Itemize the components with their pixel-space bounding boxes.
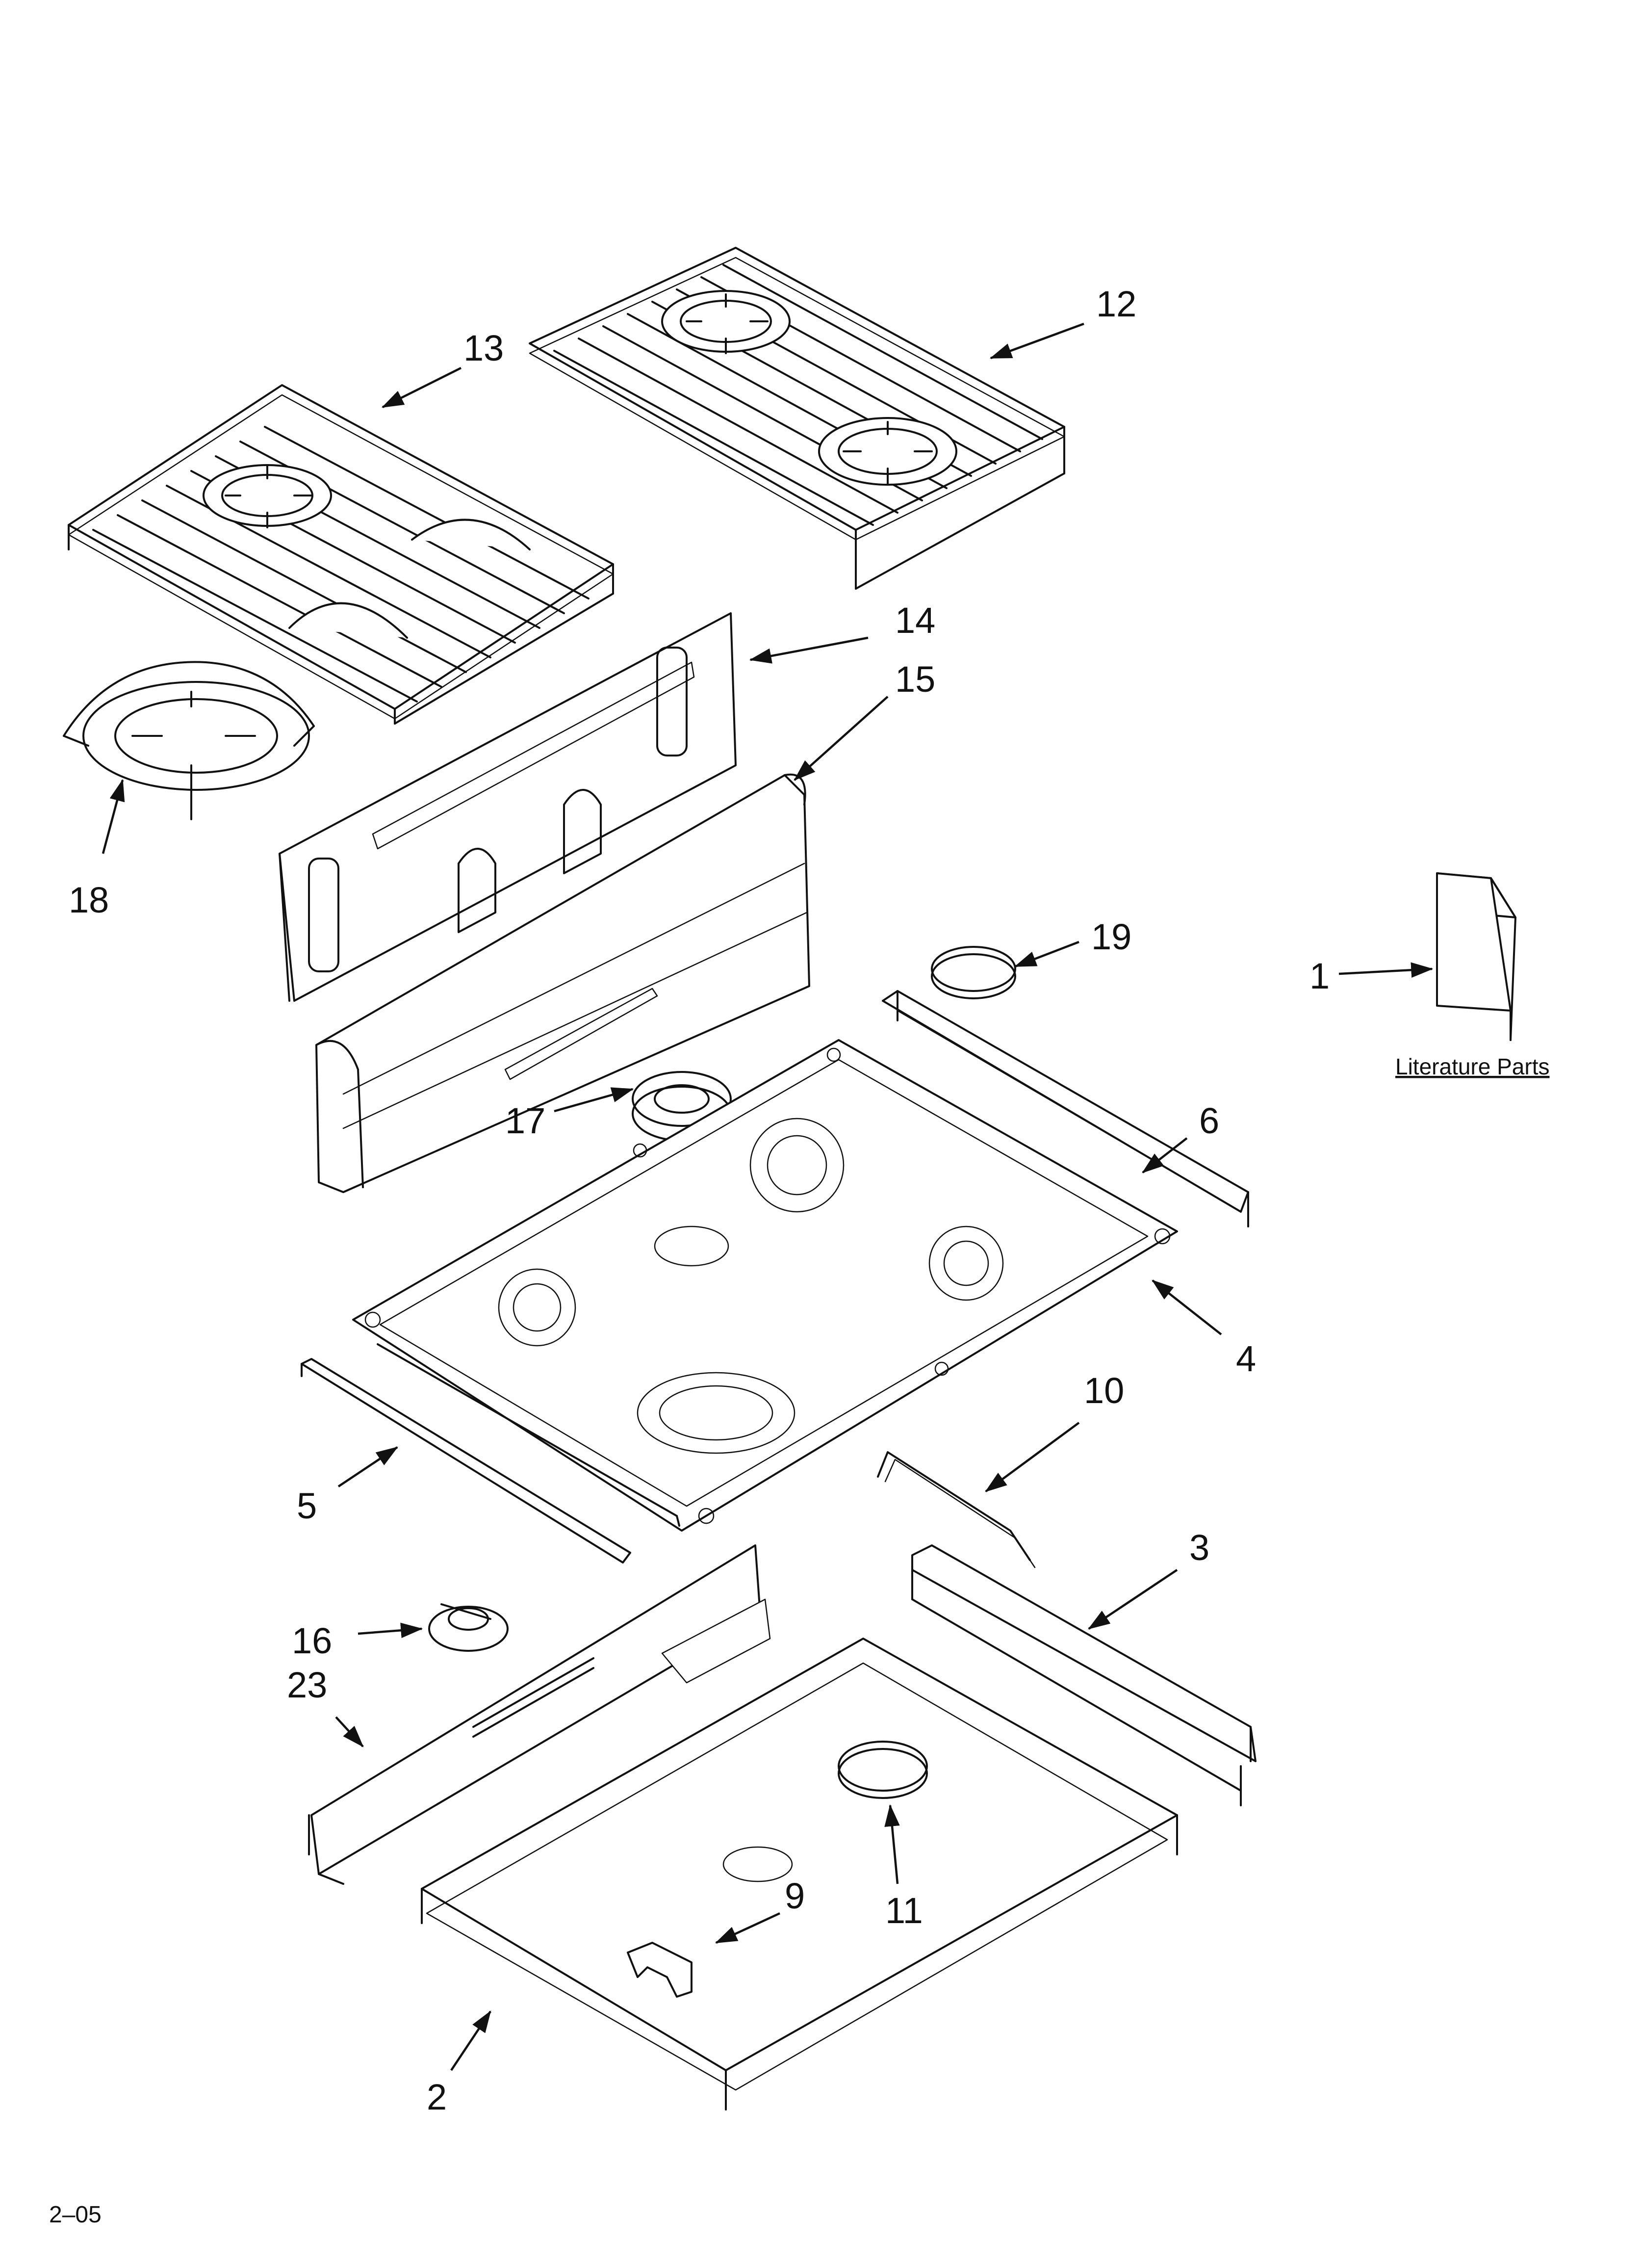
callout-14: 14	[895, 600, 935, 641]
valve-part	[428, 1603, 509, 1652]
cooktop-part	[352, 1039, 1178, 1532]
control-panel-part	[315, 773, 810, 1193]
callout-23: 23	[287, 1665, 327, 1705]
rear-panel-part	[279, 612, 737, 1002]
side-rail-right-part	[911, 1544, 1257, 1806]
callout-15: 15	[895, 659, 935, 700]
burner-cap-part	[931, 946, 1016, 999]
wok-ring-part	[63, 661, 315, 820]
callout-16: 16	[292, 1620, 332, 1661]
callout-labels: 12 13 14 15 18 19 1 17 6 4 10 5 3 16 23 …	[69, 284, 1330, 2117]
page-code: 2–05	[49, 2202, 102, 2228]
callout-19: 19	[1091, 916, 1131, 957]
literature-parts-label: Literature Parts	[1395, 1054, 1549, 1079]
callout-4: 4	[1236, 1338, 1256, 1379]
literature-part	[1436, 872, 1516, 1041]
callout-arrows	[102, 322, 1434, 2071]
callout-13: 13	[463, 328, 504, 368]
callout-2: 2	[427, 2077, 447, 2117]
callout-1: 1	[1309, 956, 1330, 996]
callout-11: 11	[885, 1890, 923, 1931]
callout-17: 17	[505, 1100, 545, 1141]
callout-12: 12	[1096, 284, 1136, 324]
front-trim-part	[301, 1358, 631, 1564]
callout-3: 3	[1189, 1527, 1209, 1568]
side-rail-left-part	[308, 1544, 771, 1885]
grate-right-part	[529, 247, 1065, 590]
bracket-part	[877, 1451, 1036, 1568]
callout-9: 9	[785, 1876, 805, 1916]
callout-18: 18	[69, 880, 109, 920]
burner-box-part	[421, 1638, 1178, 2111]
callout-6: 6	[1199, 1100, 1219, 1141]
grate-left-part	[68, 384, 614, 725]
callout-5: 5	[297, 1486, 317, 1526]
callout-10: 10	[1084, 1370, 1124, 1411]
